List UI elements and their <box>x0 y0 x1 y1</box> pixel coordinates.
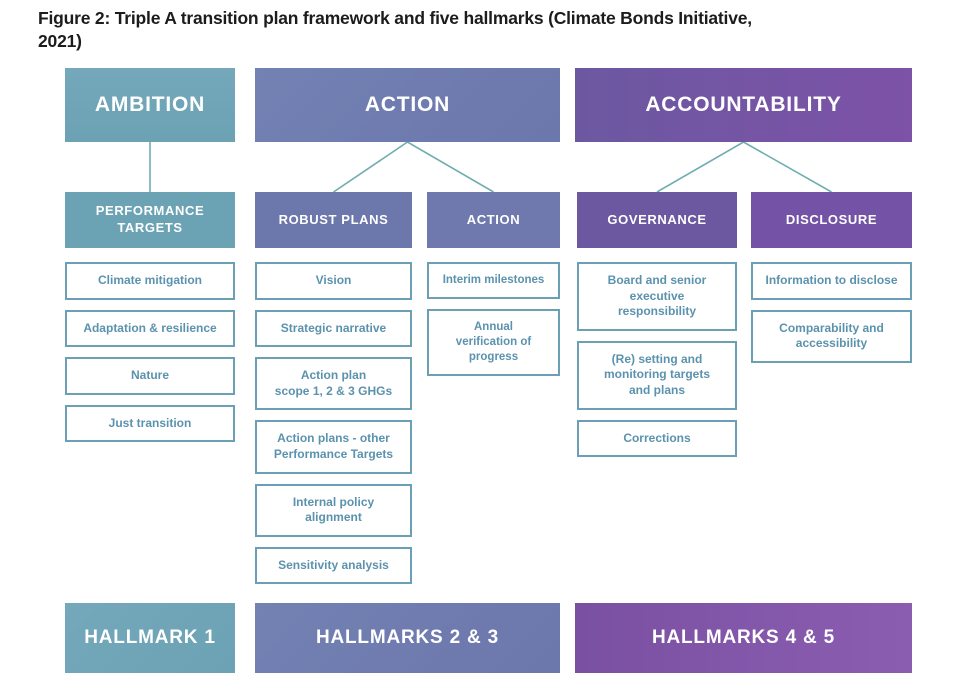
item-internal-policy-alignment: Internal policy alignment <box>255 483 412 537</box>
item-adaptation-resilience: Adaptation & resilience <box>65 309 235 348</box>
connector-lines <box>149 142 832 192</box>
subheader-governance: GOVERNANCE <box>577 192 737 248</box>
item-sensitivity-analysis: Sensitivity analysis <box>255 546 412 585</box>
pillar-header-accountability: ACCOUNTABILITY <box>575 68 912 142</box>
figure-title: Figure 2: Triple A transition plan frame… <box>38 7 938 53</box>
hallmarks-4-5-banner: HALLMARKS 4 & 5 <box>575 603 912 673</box>
column-action: Interim milestones Annual verification o… <box>427 262 560 376</box>
item-vision: Vision <box>255 262 412 300</box>
item-resetting-monitoring: (Re) setting and monitoring targets and … <box>577 340 737 410</box>
hallmark-1-banner: HALLMARK 1 <box>65 603 235 673</box>
item-corrections: Corrections <box>577 419 737 458</box>
item-action-plans-other: Action plans - other Performance Targets <box>255 420 412 474</box>
item-information-to-disclose: Information to disclose <box>751 262 912 300</box>
item-action-plan-scopes: Action plan scope 1, 2 & 3 GHGs <box>255 357 412 411</box>
column-disclosure: Information to disclose Comparability an… <box>751 262 912 363</box>
column-robust-plans: Vision Strategic narrative Action plan s… <box>255 262 412 585</box>
pillar-header-ambition: AMBITION <box>65 68 235 142</box>
figure-title-line2: 2021) <box>38 31 82 52</box>
item-climate-mitigation: Climate mitigation <box>65 262 235 300</box>
item-nature: Nature <box>65 357 235 395</box>
hallmarks-2-3-banner: HALLMARKS 2 & 3 <box>255 603 560 673</box>
item-annual-verification: Annual verification of progress <box>427 308 560 376</box>
subheader-disclosure: DISCLOSURE <box>751 192 912 248</box>
item-interim-milestones: Interim milestones <box>427 262 560 299</box>
item-strategic-narrative: Strategic narrative <box>255 309 412 348</box>
item-comparability-accessibility: Comparability and accessibility <box>751 309 912 363</box>
subheader-action: ACTION <box>427 192 560 248</box>
column-governance: Board and senior executive responsibilit… <box>577 262 737 458</box>
item-just-transition: Just transition <box>65 404 235 443</box>
subheader-performance-targets: PERFORMANCE TARGETS <box>65 192 235 248</box>
pillar-header-action: ACTION <box>255 68 560 142</box>
subheader-robust-plans: ROBUST PLANS <box>255 192 412 248</box>
column-performance-targets: Climate mitigation Adaptation & resilien… <box>65 262 235 443</box>
figure-title-line1: Figure 2: Triple A transition plan frame… <box>38 8 752 28</box>
item-board-responsibility: Board and senior executive responsibilit… <box>577 262 737 331</box>
